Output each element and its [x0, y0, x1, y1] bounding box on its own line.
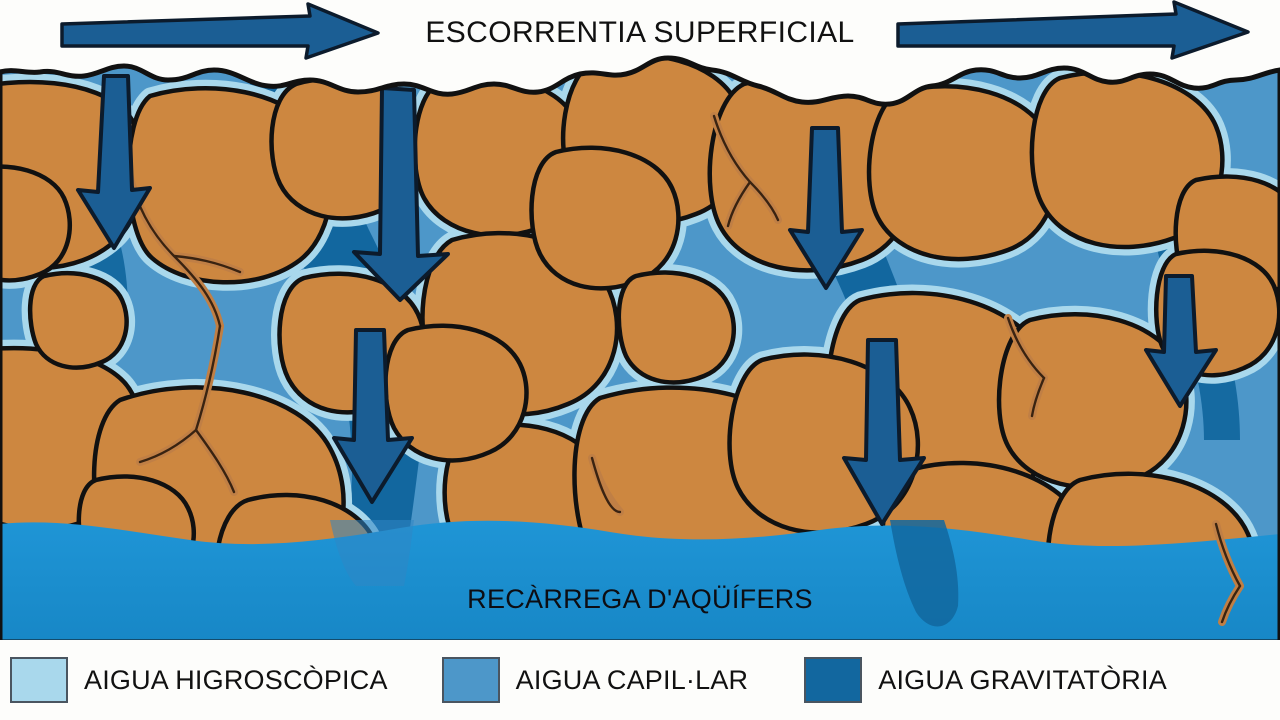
- legend-item-hygroscopic[interactable]: AIGUA HIGROSCÒPICA: [10, 657, 388, 703]
- runoff-arrow-right[interactable]: [896, 0, 1250, 60]
- infiltration-arrows: [76, 74, 1218, 526]
- grain: [866, 84, 1059, 262]
- legend-swatch-hygroscopic: [10, 657, 68, 703]
- legend-label-hygroscopic: AIGUA HIGROSCÒPICA: [84, 664, 388, 695]
- runoff-arrow-left[interactable]: [60, 2, 380, 60]
- grain: [27, 271, 129, 370]
- soil-profile: [0, 58, 1280, 640]
- grain: [616, 270, 737, 385]
- grain: [529, 145, 681, 291]
- aquifer-water-body: [0, 520, 1280, 640]
- label-aquifer-recharge: RECÀRREGA D'AQÜÍFERS: [467, 584, 813, 614]
- grain: [0, 164, 73, 283]
- title-surface-runoff: ESCORRENTIA SUPERFICIAL: [425, 16, 854, 49]
- aquifer-zone: [0, 520, 1280, 640]
- plant-roots: [124, 112, 1244, 626]
- aquifer-recharge-plume-2: [330, 520, 414, 586]
- surface-runoff-arrows: [60, 0, 1250, 60]
- infiltration-arrow-5: [1144, 274, 1218, 408]
- aquifer-recharge-plume: [890, 520, 959, 627]
- infiltration-arrow-4: [842, 338, 926, 526]
- infiltration-arrow-2: [352, 86, 450, 302]
- legend-label-capillary: AIGUA CAPIL·LAR: [515, 664, 749, 695]
- legend: AIGUA HIGROSCÒPICA AIGUA CAPIL·LAR AIGUA…: [0, 640, 1280, 720]
- infiltration-arrow-2b: [332, 328, 414, 504]
- legend-item-gravitational[interactable]: AIGUA GRAVITATÒRIA: [804, 657, 1167, 703]
- legend-swatch-capillary: [441, 657, 500, 703]
- infiltration-arrow-3: [788, 126, 864, 290]
- legend-label-gravitational: AIGUA GRAVITATÒRIA: [878, 664, 1167, 695]
- legend-item-capillary[interactable]: AIGUA CAPIL·LAR: [441, 657, 749, 703]
- legend-swatch-gravitational: [804, 657, 863, 703]
- infiltration-arrow-1: [76, 74, 152, 250]
- soil-surface-outline: [0, 55, 1280, 645]
